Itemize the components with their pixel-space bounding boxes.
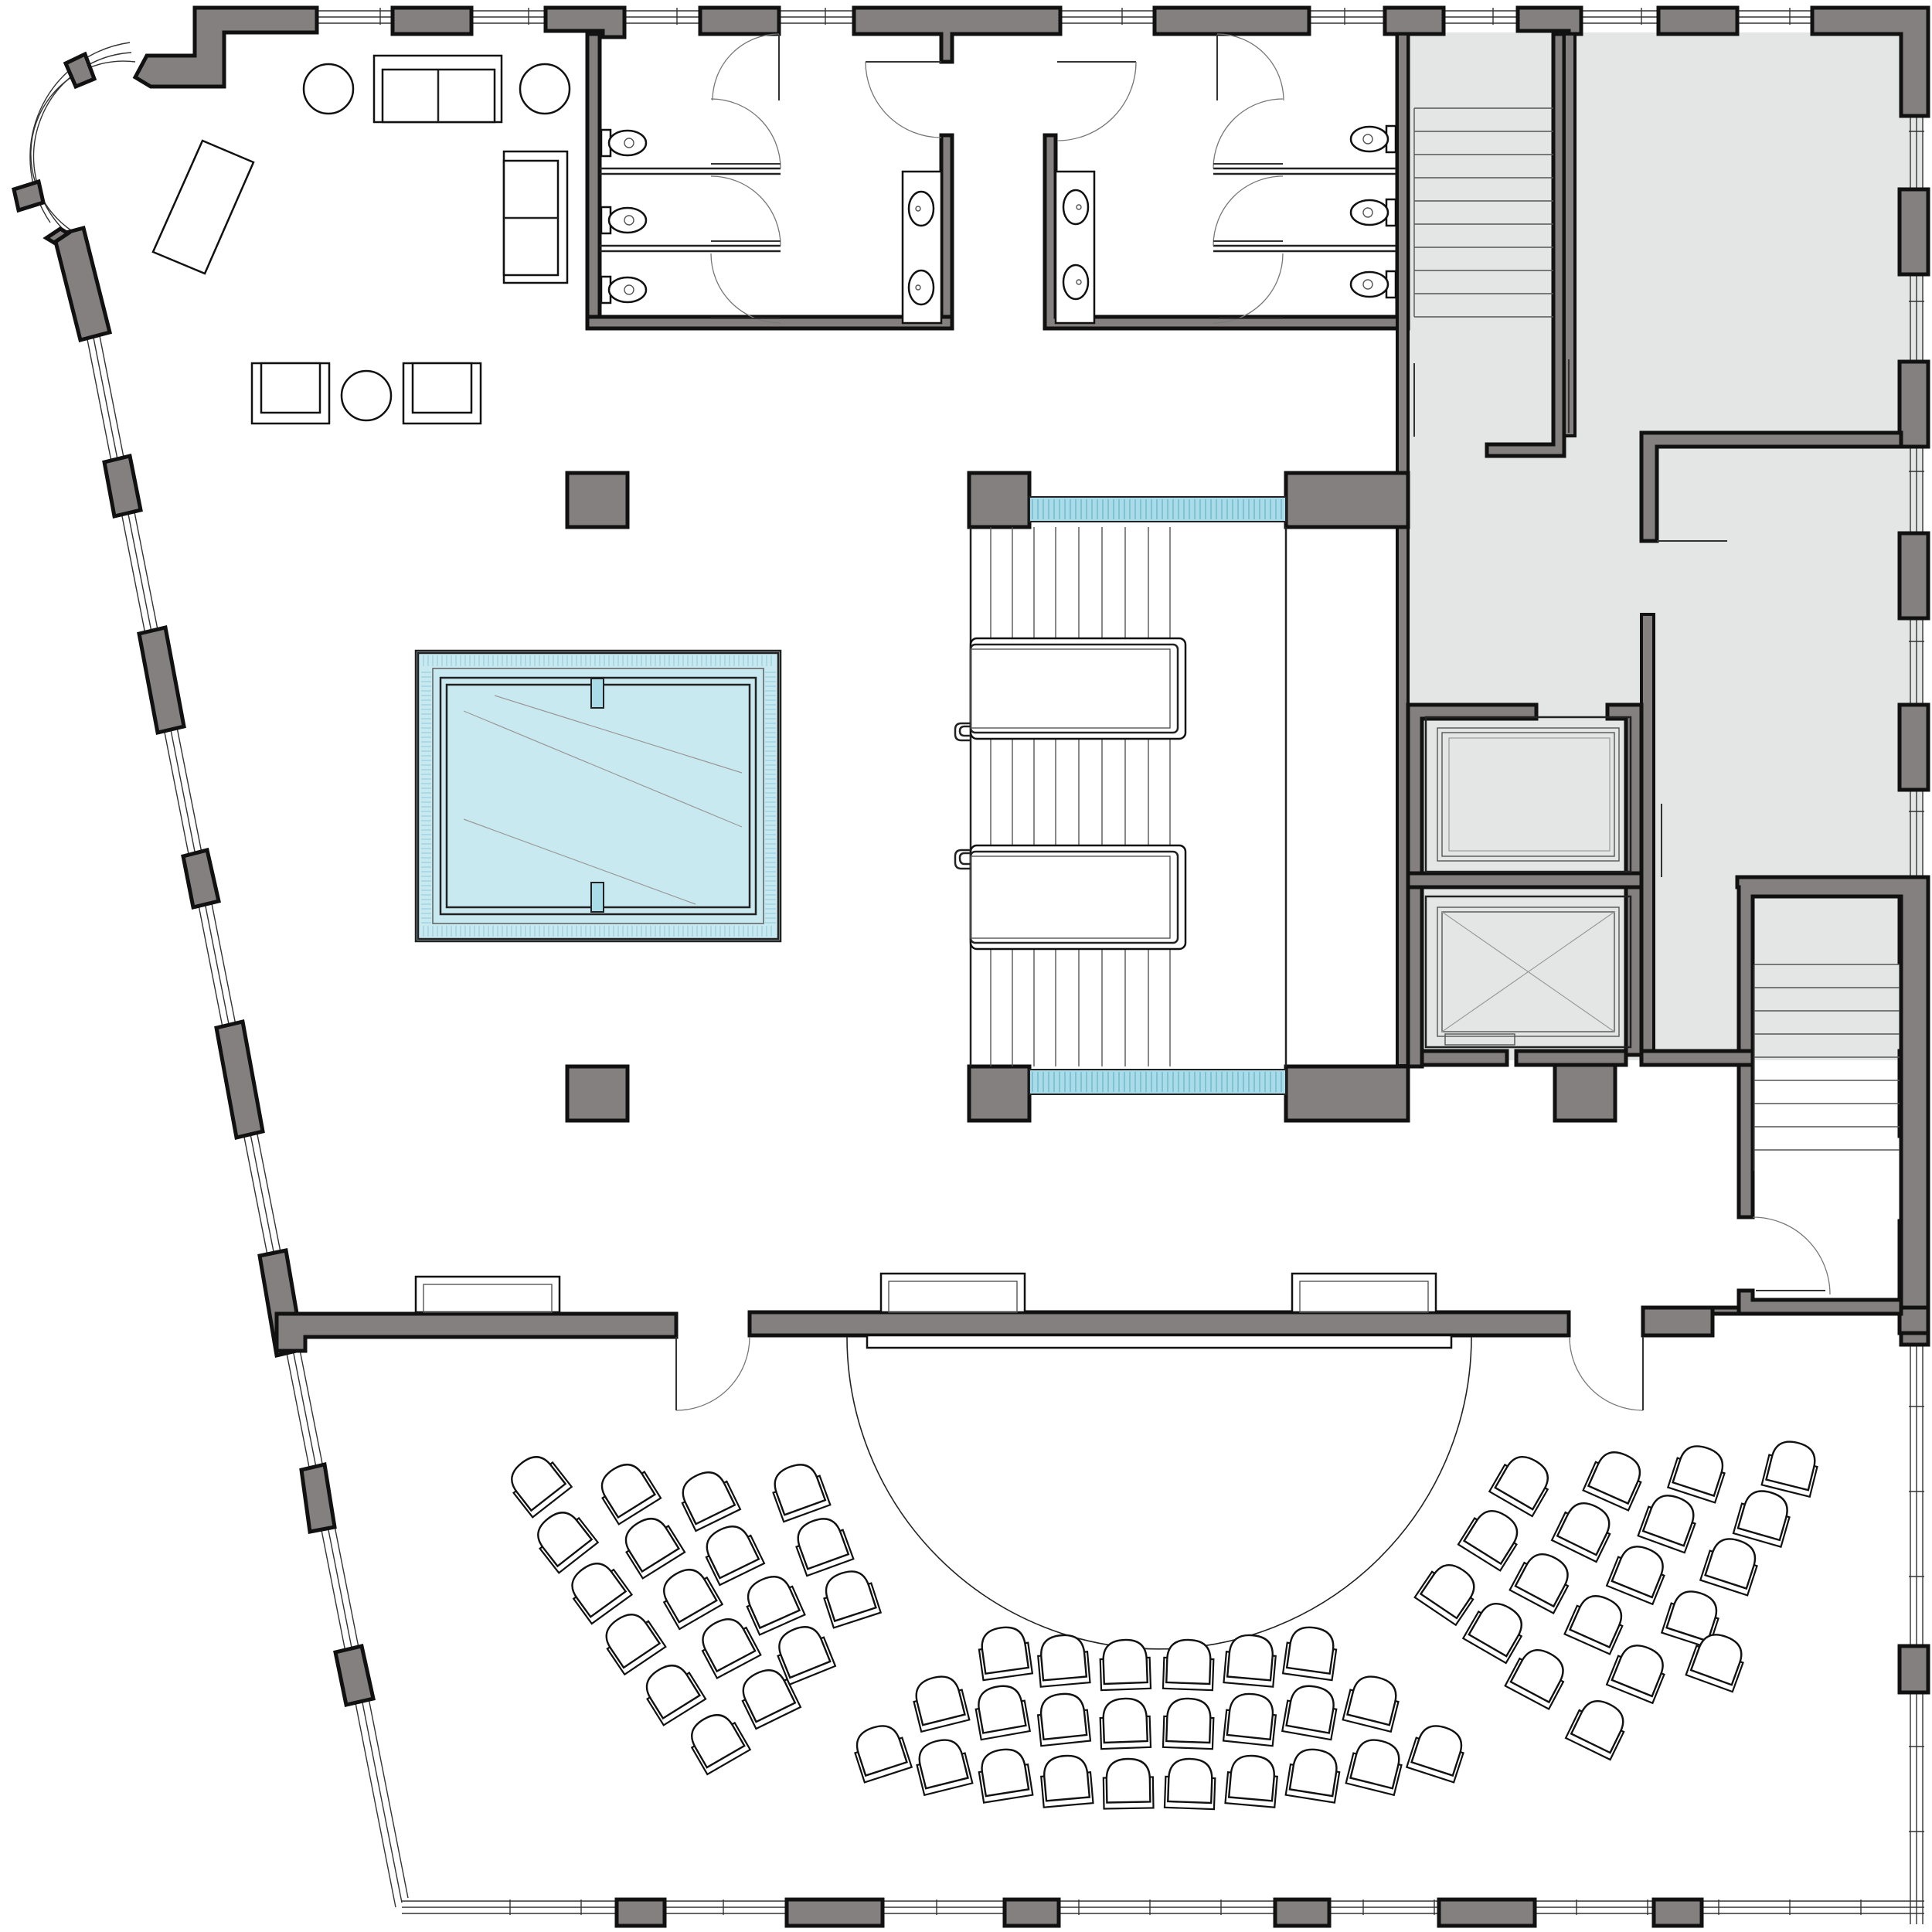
stair-upper [1413,107,1553,318]
structural-columns [565,471,1617,1123]
toilet-icon [1349,198,1397,227]
armchair-icon [402,362,482,425]
elevator-2 [1424,895,1632,1049]
toilets [600,124,1397,304]
auditorium-chair-icon [908,1671,971,1733]
sink-icon [907,190,935,227]
auditorium-chair-icon [697,1518,766,1587]
lecture-hall-wall [274,1272,1930,1650]
auditorium-chair-icon [789,1511,855,1577]
auditorium-chair-icon [1098,1696,1152,1750]
auditorium-chair-icon [636,1656,707,1726]
auditorium-chair-icon [1605,1638,1672,1705]
lounge-furniture [151,54,571,425]
auditorium-chair-icon [1163,1757,1217,1811]
side-table-icon [519,63,571,115]
toilet-icon [1349,270,1397,299]
side-table-icon [340,369,393,422]
auditorium-chair-icon [654,1560,723,1631]
toilet-icon [600,206,648,235]
auditorium-chair-icon [1406,1719,1471,1784]
auditorium-chair-icon [848,1719,913,1784]
escalator-2 [954,844,1187,951]
auditorium-chair-icon [596,1604,667,1675]
coffee-table [151,139,255,275]
auditorium-chair-icon [1284,1745,1344,1804]
sofa-icon [372,54,503,124]
sofa-icon [502,150,569,284]
auditorium-chair-icon [1345,1734,1407,1797]
auditorium-chair-icon [766,1457,832,1523]
auditorium-chair-icon [1224,1753,1281,1808]
auditorium-chair-icon [1035,1690,1092,1747]
auditorium-chair-icon [1605,1539,1672,1606]
auditorium-chair-icon [1504,1641,1573,1710]
auditorium-chair-icon [1582,1444,1650,1512]
auditorium-chair-icon [1102,1757,1155,1810]
auditorium-chair-icon [975,1623,1034,1682]
auditorium-chair-icon [561,1553,633,1625]
auditorium-chair-icon [1462,1594,1532,1665]
core-walls [1396,32,1930,1347]
auditorium-chair-icon [1563,1587,1631,1655]
auditorium-chair-icon [1281,1623,1340,1682]
sink-icon [1062,189,1090,226]
auditorium-chair-icon [1162,1638,1216,1692]
auditorium-chair-icon [1342,1671,1404,1733]
auditorium-chair-icon [692,1610,762,1679]
toilet-icon [600,128,648,158]
auditorium-chair-icon [615,1509,686,1580]
auditorium-chair-icon [1162,1696,1216,1750]
auditorium-chair-icon [1038,1753,1094,1808]
auditorium-chair-icon [911,1734,974,1797]
escalator-1 [954,637,1187,742]
auditorium-chair-icon [1564,1692,1633,1761]
atrium-lightwell [414,649,782,943]
elevator-1 [1424,716,1632,873]
auditorium-chair-icon [1760,1436,1823,1498]
auditorium-chair-icon [1223,1632,1279,1688]
auditorium-chair-icon [975,1745,1034,1804]
glass-balustrade-bottom [1029,1069,1287,1095]
auditorium-chair-icon [682,1706,751,1776]
auditorium-chair-icon [971,1681,1031,1741]
auditorium-chair-icon [1413,1555,1485,1626]
sinks [907,189,1090,306]
auditorium-chair-icon [1732,1485,1796,1548]
auditorium-chair-icon [1667,1439,1732,1504]
auditorium-chair-icon [1509,1545,1578,1614]
auditorium-chair-icon [817,1564,882,1629]
glass-balustrade-top [1029,496,1287,522]
sink-icon [907,269,935,306]
service-core-area [1406,32,1923,1060]
armchair-icon [250,362,331,425]
auditorium-chair-icon [1550,1495,1619,1563]
toilet-icon [1349,124,1397,154]
escalator-bay [969,527,1287,1066]
side-table-icon [302,63,355,115]
stair-right [1753,964,1900,1171]
auditorium-chair-icon [1281,1681,1341,1741]
auditorium-seating [501,1436,1823,1811]
auditorium-chair-icon [1637,1488,1702,1554]
auditorium-chair-icon [501,1447,573,1519]
auditorium-chair-icon [738,1568,806,1636]
auditorium-chair-icon [1222,1690,1279,1747]
auditorium-chair-icon [673,1464,742,1532]
auditorium-chair-icon [591,1455,662,1526]
sink-icon [1062,264,1090,301]
auditorium-chair-icon [1098,1638,1152,1692]
right-stair-door [1752,1216,1831,1295]
auditorium-chair-icon [1699,1532,1764,1597]
auditorium-chair-icon [1457,1502,1528,1572]
toilet-icon [600,275,648,304]
restroom-doors [710,33,1284,324]
auditorium-chair-icon [1488,1447,1558,1518]
auditorium-chair-icon [527,1502,599,1574]
auditorium-chair-icon [1035,1632,1091,1688]
